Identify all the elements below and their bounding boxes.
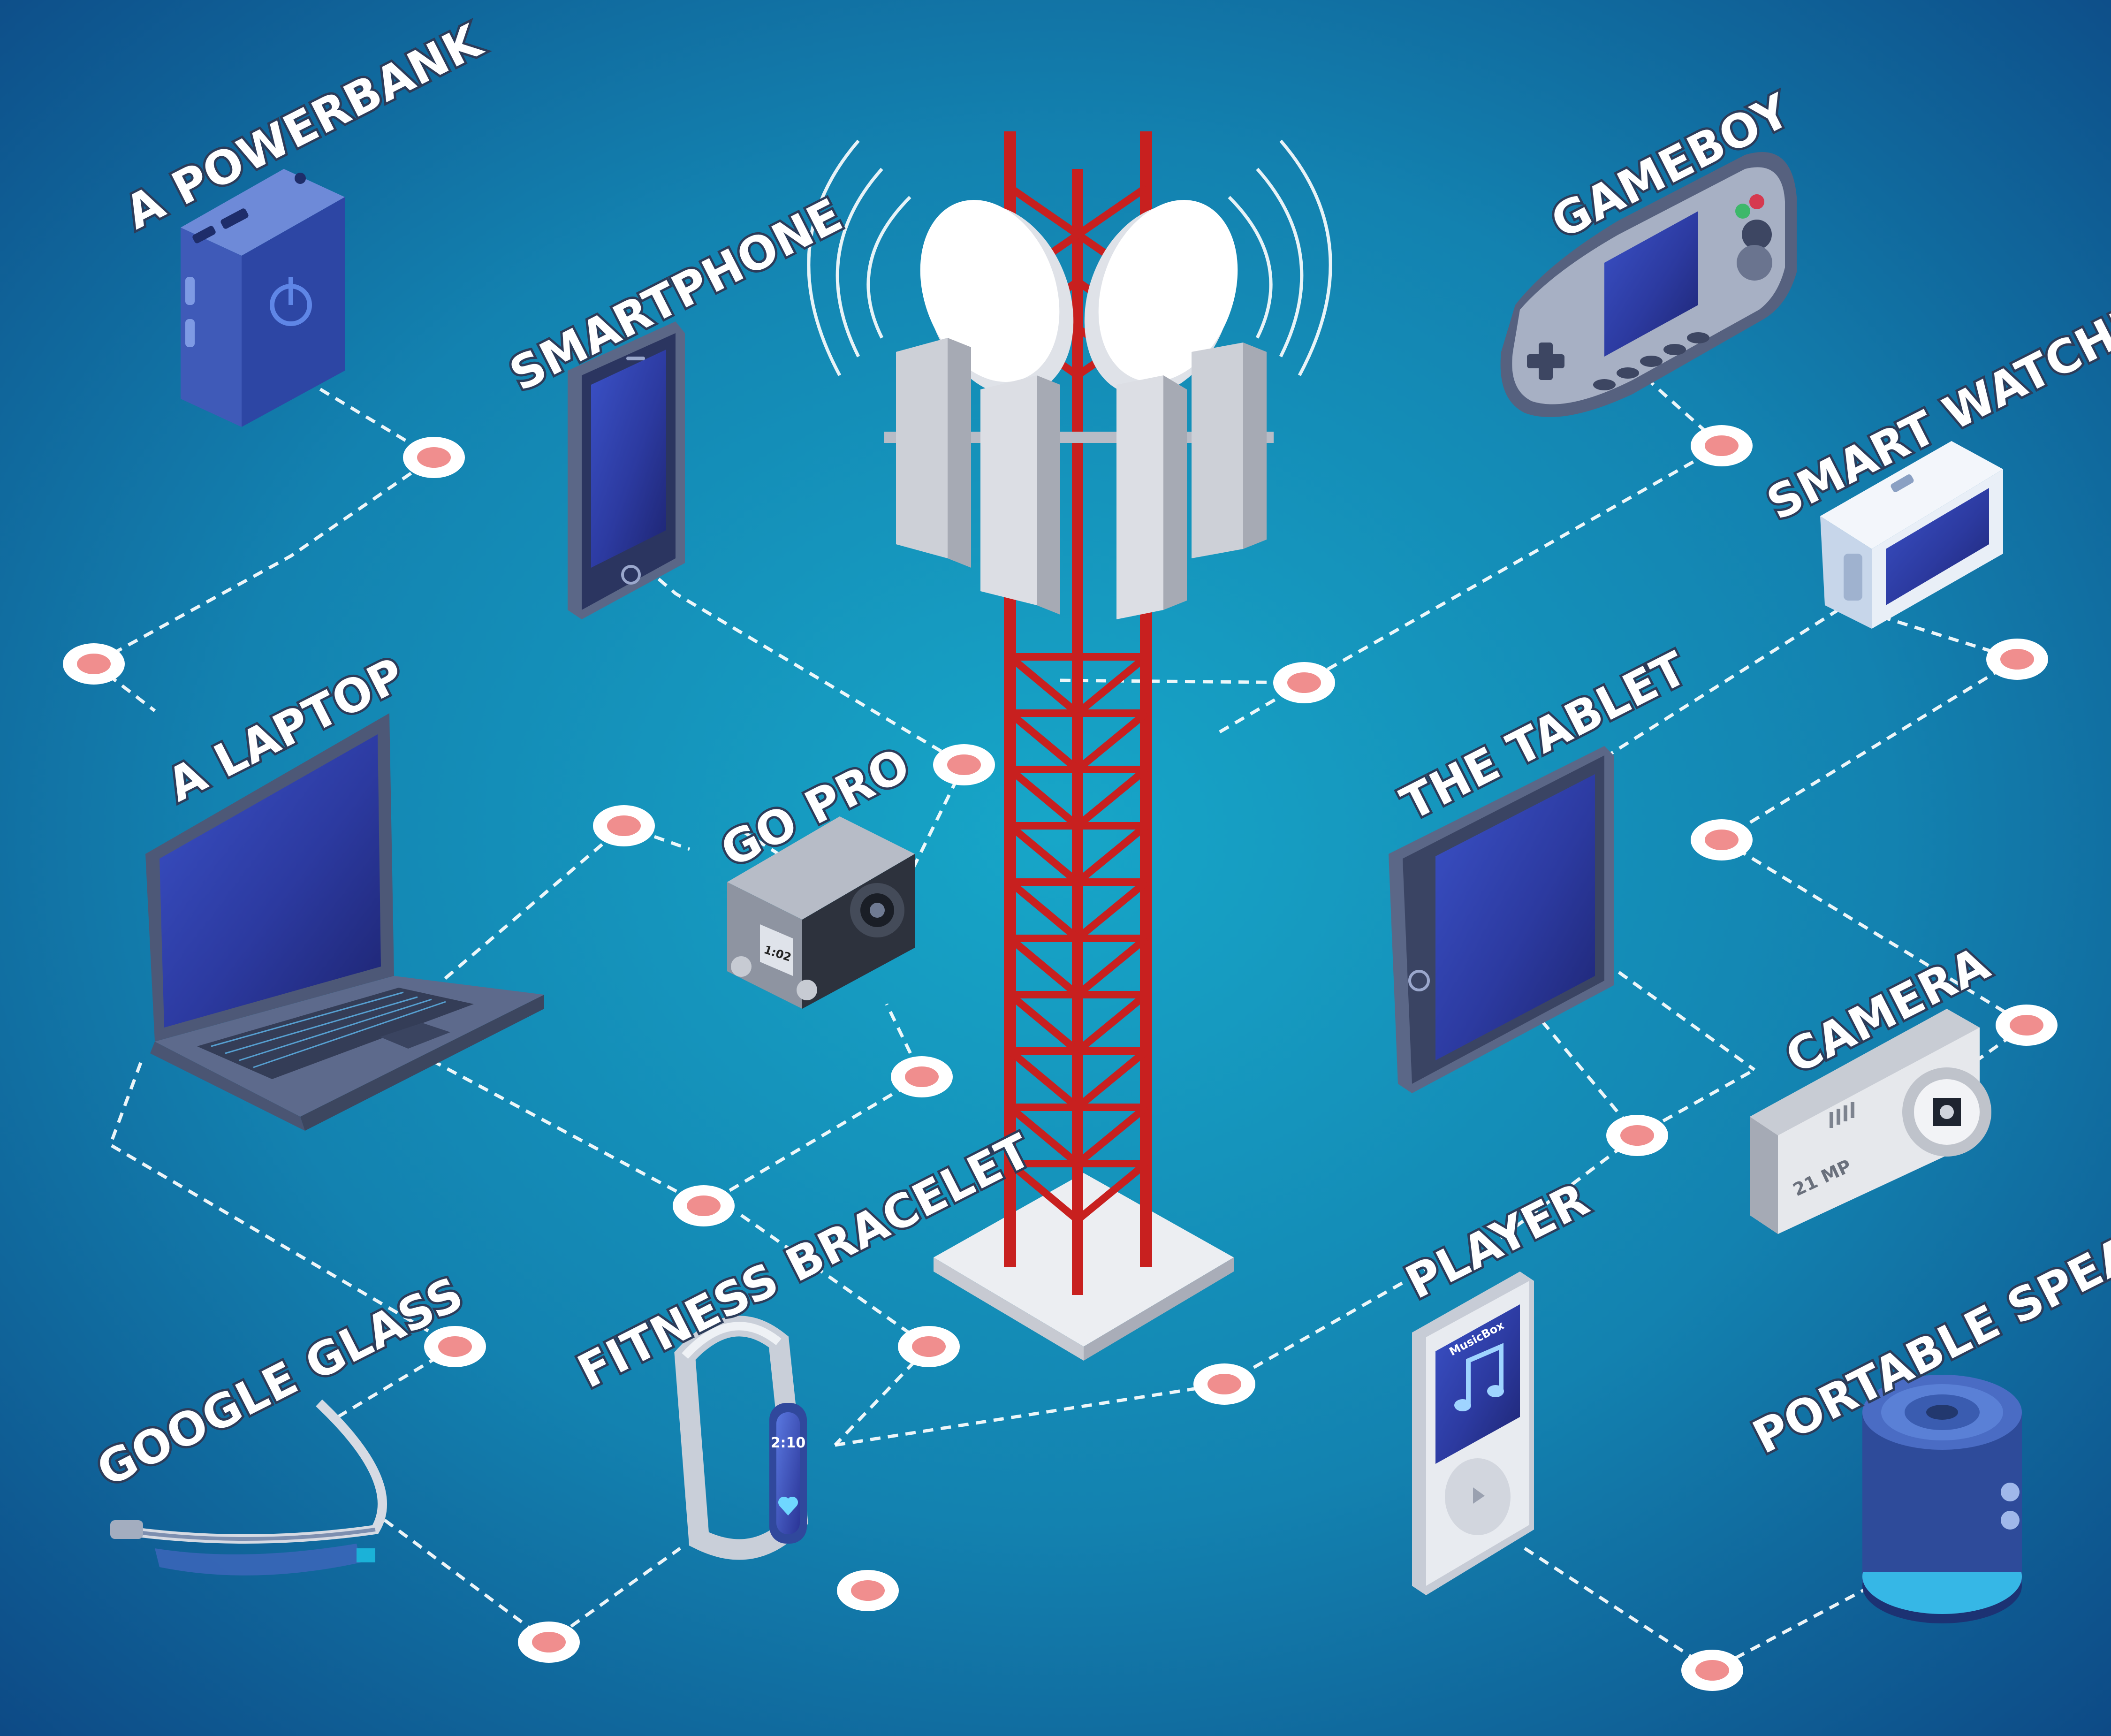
node <box>898 1326 960 1367</box>
connection-nodes <box>63 425 2058 1691</box>
node <box>1273 662 1335 703</box>
fitness-band-icon: 2:10 <box>674 1316 808 1560</box>
music-player-icon: MusicBox <box>1412 1272 1534 1595</box>
node <box>1986 639 2048 680</box>
node <box>424 1326 486 1367</box>
node <box>518 1622 580 1663</box>
laptop-icon <box>145 713 544 1131</box>
node <box>1681 1650 1743 1691</box>
smartwatch-icon <box>1820 441 2003 629</box>
photo-camera-icon: 21 MP <box>1750 1009 1991 1234</box>
speaker-icon <box>1862 1375 2022 1623</box>
handheld-console-icon <box>1500 152 1797 417</box>
fitness-screen-time: 2:10 <box>771 1435 806 1451</box>
powerbank-icon <box>181 169 345 427</box>
node <box>1691 819 1753 860</box>
node <box>1691 425 1753 466</box>
node <box>891 1056 953 1097</box>
node <box>1193 1363 1255 1405</box>
node <box>837 1570 899 1611</box>
node <box>933 744 995 785</box>
node <box>593 805 655 846</box>
node <box>1996 1005 2058 1046</box>
smartphone-icon <box>568 321 685 619</box>
node <box>403 437 465 478</box>
node <box>1606 1115 1668 1156</box>
node <box>673 1185 735 1226</box>
tablet-icon <box>1389 746 1614 1093</box>
node <box>63 643 125 685</box>
cell-tower-icon <box>807 131 1332 1361</box>
smart-glasses-icon <box>110 1399 387 1576</box>
action-camera-icon: 1:02 <box>727 816 915 1009</box>
